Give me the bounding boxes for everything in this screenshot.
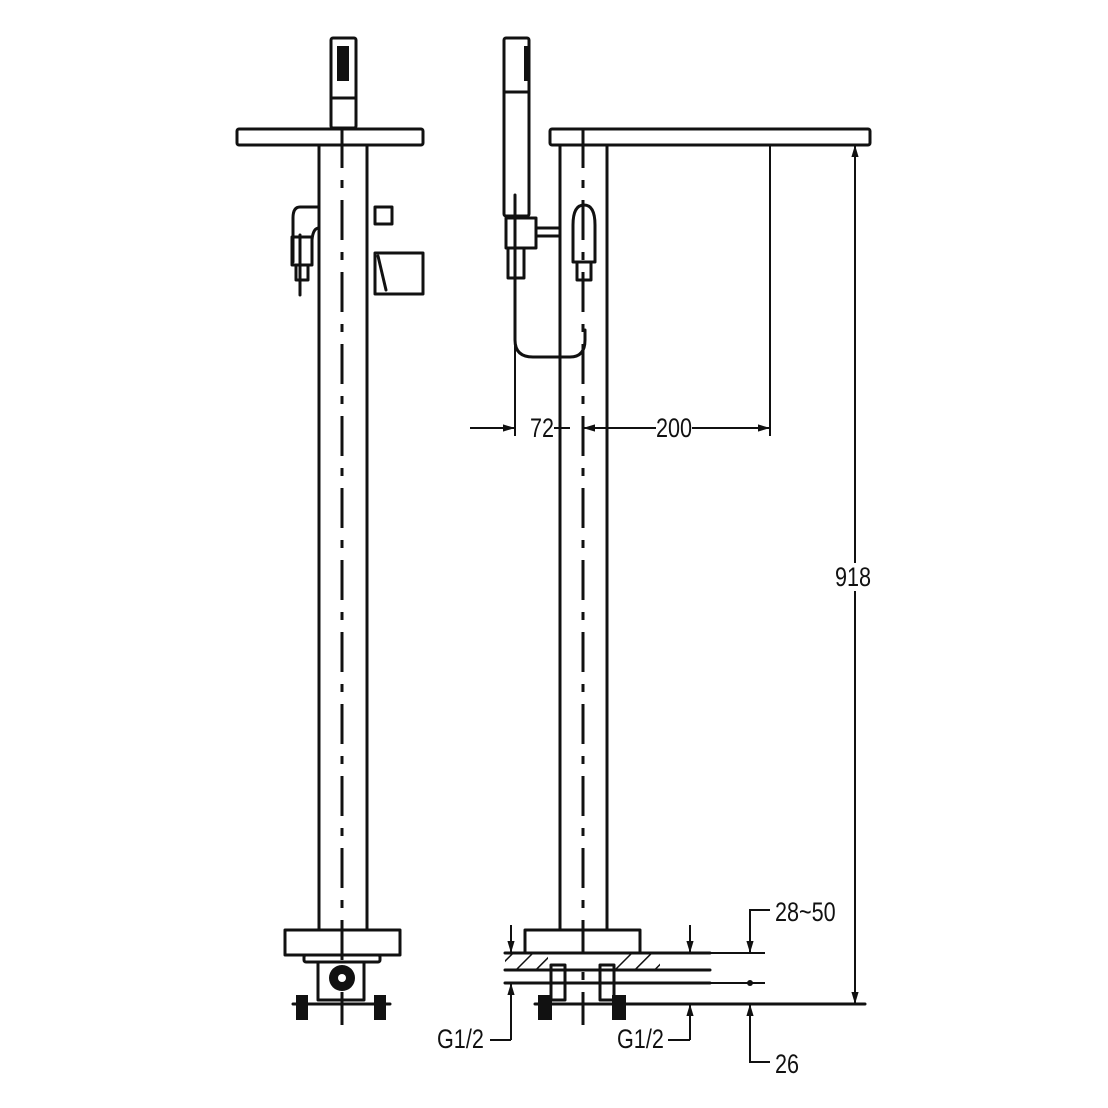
dim-total-height: 918 xyxy=(835,562,872,592)
dim-connection-right: G1/2 xyxy=(617,1024,664,1054)
dim-floor-range: 28~50 xyxy=(775,897,836,927)
dim-base-height: 26 xyxy=(775,1049,800,1079)
front-view xyxy=(235,36,425,1025)
dim-spout-reach: 200 xyxy=(656,413,693,443)
dim-connection-left: G1/2 xyxy=(437,1024,484,1054)
dim-hose-offset: 72 xyxy=(530,413,555,443)
side-view xyxy=(470,36,872,1063)
